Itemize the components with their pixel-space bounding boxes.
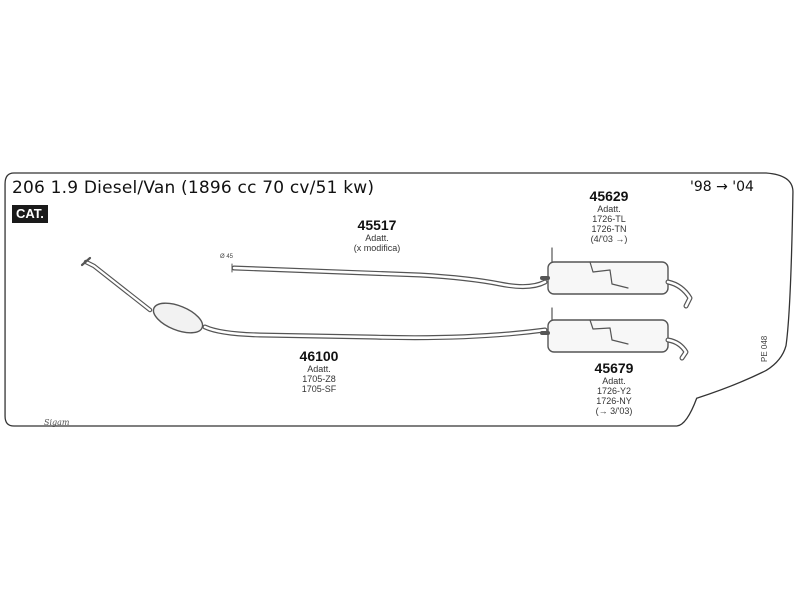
part-code: 46100 (299, 348, 339, 364)
part-note: Adatt. (597, 204, 621, 214)
part-note: 1726-TN (591, 224, 627, 234)
intermediate-pipe-inner (232, 266, 547, 288)
part-label-45679: 45679 Adatt. 1726-Y2 1726-NY (→ 3/'03) (574, 360, 654, 416)
part-code: 45629 (589, 188, 629, 204)
frame-outline (4, 172, 794, 427)
part-note: 1726-Y2 (596, 386, 632, 396)
silencer-lower-tailpipe-inner (666, 338, 688, 360)
part-note: (→ 3/'03) (595, 406, 633, 416)
part-label-45517: 45517 Adatt. (x modifica) (342, 217, 412, 253)
catalytic-converter (152, 302, 204, 334)
brand-logo: Sigam (44, 418, 70, 427)
rear-silencer-lower (547, 319, 669, 353)
year-range: '98 → '04 (690, 179, 754, 195)
part-note: 1705-Z8 (302, 374, 336, 384)
part-note: Adatt. (365, 233, 389, 243)
silencer-upper-tailpipe-inner (666, 280, 692, 308)
front-flange (80, 256, 92, 267)
cat-badge: CAT. (12, 205, 48, 223)
part-label-45629: 45629 Adatt. 1726-TL 1726-TN (4/'03 →) (574, 188, 644, 244)
cat-outlet-pipe-inner (203, 325, 547, 339)
part-note: 1726-TL (592, 214, 626, 224)
part-note: 1726-NY (596, 396, 632, 406)
silencer-upper-internal (589, 261, 629, 289)
part-note: (x modifica) (353, 243, 401, 253)
part-code: 45679 (594, 360, 634, 376)
part-note: 1705-SF (301, 384, 337, 394)
part-note: (4/'03 →) (590, 234, 628, 244)
sheet-reference: PE 048 (760, 335, 769, 362)
diagram-frame (4, 172, 794, 427)
rear-silencer-upper (547, 261, 669, 295)
silencer-lower-internal (589, 319, 629, 345)
part-note: Adatt. (602, 376, 626, 386)
diagram-title: 206 1.9 Diesel/Van (1896 cc 70 cv/51 kw) (12, 178, 375, 198)
part-note: Adatt. (307, 364, 331, 374)
front-downpipe-inner (84, 260, 152, 312)
pipe-diameter-label: Ø 45 (220, 254, 234, 260)
part-code: 45517 (357, 217, 397, 233)
part-label-46100: 46100 Adatt. 1705-Z8 1705-SF (284, 348, 354, 394)
